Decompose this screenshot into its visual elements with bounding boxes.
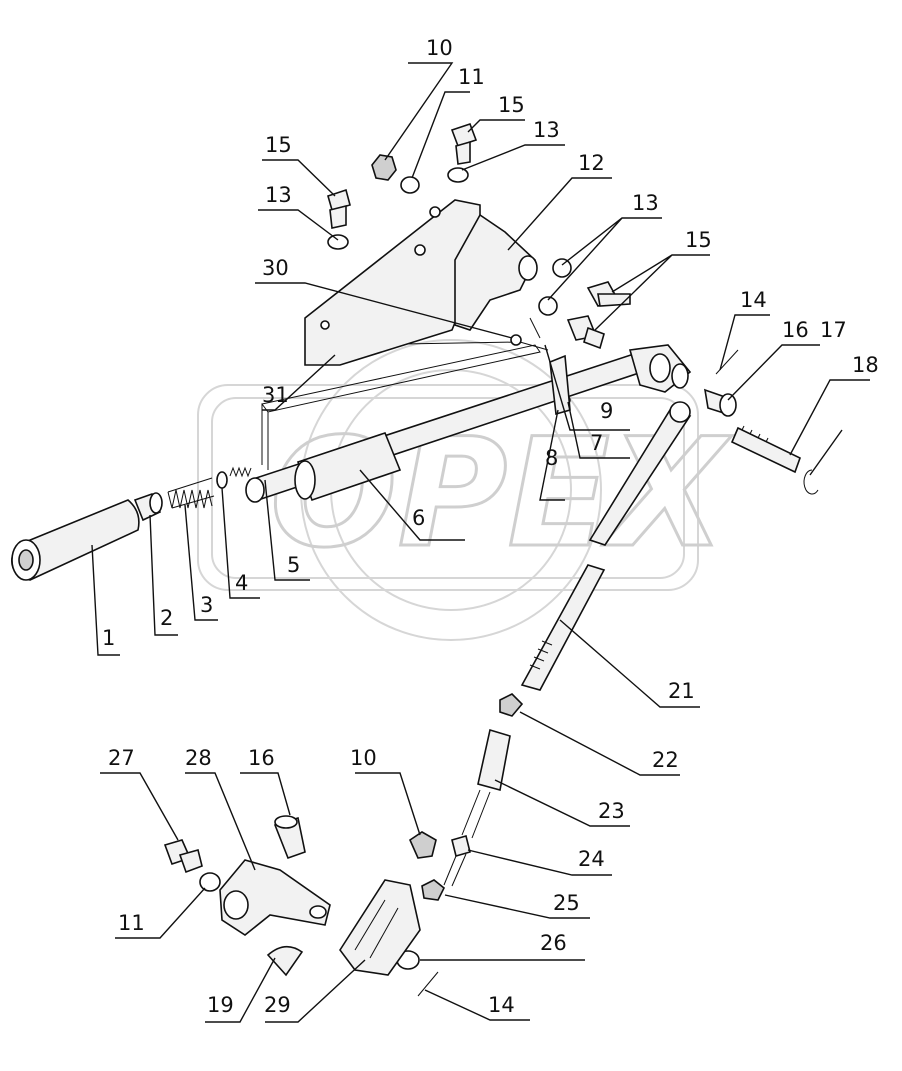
callout-label: 14 [740, 288, 767, 312]
callout-label: 22 [652, 748, 679, 772]
part-washer-right-a [552, 258, 572, 278]
part-cotter-pin-upper [529, 317, 541, 339]
callout-label: 3 [200, 593, 213, 617]
watermark: OPEX [197, 339, 733, 641]
callout-label: 1 [102, 626, 115, 650]
callout-label: 13 [632, 191, 659, 215]
part-washer-right-b [538, 296, 558, 316]
callout-label: 15 [685, 228, 712, 252]
callout-label: 4 [235, 571, 248, 595]
callout-label: 15 [498, 93, 525, 117]
callout-label: 8 [545, 446, 558, 470]
part-washer-bracket [199, 872, 221, 892]
part-sleeve [294, 432, 402, 502]
part-lever-head [628, 344, 692, 393]
part-washer-top-right [447, 167, 469, 183]
callout-label: 12 [578, 151, 605, 175]
callout-label: 11 [458, 65, 485, 89]
part-washer-left [327, 234, 349, 250]
part-washer-top [400, 176, 420, 194]
callout-label: 16 [248, 746, 275, 770]
part-nut-top [371, 154, 397, 181]
part-threaded-pin [730, 425, 801, 474]
part-bushing-right [703, 388, 737, 417]
part-bolt-top [450, 122, 478, 165]
callout-label: 29 [264, 993, 291, 1017]
callout-label: 10 [350, 746, 377, 770]
part-sector-bracket [454, 213, 538, 331]
callout-label: 7 [590, 431, 603, 455]
part-bolt-lower [443, 835, 471, 887]
callout-label: 19 [207, 993, 234, 1017]
part-bushing [133, 492, 163, 522]
callout-label: 26 [540, 931, 567, 955]
callout-label: 16 [782, 318, 809, 342]
part-spring [167, 477, 215, 509]
part-cotter-pin-right [715, 349, 739, 375]
part-nut-small [421, 879, 446, 901]
callout-label: 31 [262, 383, 289, 407]
parts [11, 122, 819, 997]
callout-label: 14 [488, 993, 515, 1017]
part-nut-rod [499, 693, 524, 717]
callout-label: 21 [668, 679, 695, 703]
callout-label: 23 [598, 799, 625, 823]
callout-label: 2 [160, 606, 173, 630]
callout-label: 24 [578, 847, 605, 871]
callout-label: 25 [553, 891, 580, 915]
part-washer-small [216, 471, 228, 489]
part-bushing-lower [273, 815, 306, 860]
part-pawl [549, 354, 571, 416]
callout-label: 10 [426, 36, 453, 60]
callout-label: 17 [820, 318, 847, 342]
callout-label: 15 [265, 133, 292, 157]
part-lever-bracket [219, 859, 331, 936]
part-nut-lower [408, 831, 437, 859]
part-turnbuckle [461, 728, 511, 839]
part-washer-mini [510, 334, 522, 346]
part-woodruff-key [266, 945, 304, 977]
callout-label: 13 [533, 118, 560, 142]
callout-label: 13 [265, 183, 292, 207]
callout-label: 30 [262, 256, 289, 280]
part-bolt-right-b [566, 315, 605, 350]
part-bolt-bracket [163, 839, 203, 874]
callout-label: 18 [852, 353, 879, 377]
callout-labels: 10 11 15 13 15 13 12 13 15 30 31 14 16 1… [102, 36, 879, 1017]
callout-label: 5 [287, 553, 300, 577]
part-bolt-left [327, 188, 351, 229]
leader-lines [91, 62, 870, 1023]
callout-label: 11 [118, 911, 145, 935]
part-pull-rod [520, 401, 692, 691]
part-cotter-pin-lower [417, 971, 439, 997]
callout-label: 6 [412, 506, 425, 530]
part-rod-spring [229, 466, 252, 478]
callout-label: 27 [108, 746, 135, 770]
callout-label: 9 [600, 399, 613, 423]
part-handle-grip [11, 499, 140, 581]
callout-label: 28 [185, 746, 212, 770]
part-circlip [803, 469, 819, 495]
